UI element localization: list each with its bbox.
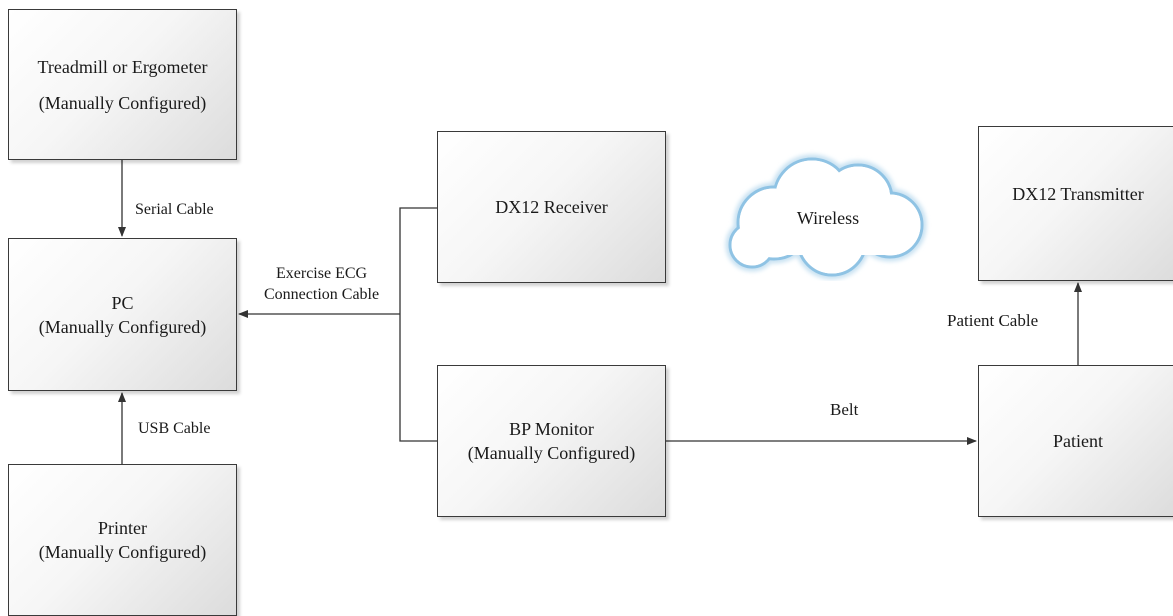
ecg-cable-label-line2: Connection Cable [264, 286, 380, 303]
receiver-title: DX12 Receiver [495, 197, 608, 217]
bp-monitor-node: BP Monitor (Manually Configured) [437, 365, 666, 517]
patient-cable-label: Patient Cable [947, 311, 1039, 330]
wireless-cloud: Wireless [712, 145, 938, 281]
dx12-receiver-node: DX12 Receiver [437, 131, 666, 283]
printer-subtitle: (Manually Configured) [38, 542, 207, 562]
cloud-icon [725, 154, 927, 280]
pc-node: PC (Manually Configured) [8, 238, 237, 391]
bp-monitor-subtitle: (Manually Configured) [467, 443, 636, 463]
transmitter-title: DX12 Transmitter [1012, 184, 1144, 204]
bp-monitor-title: BP Monitor [509, 419, 594, 439]
treadmill-title: Treadmill or Ergometer [37, 56, 208, 77]
patient-node: Patient [978, 365, 1173, 517]
printer-node: Printer (Manually Configured) [8, 464, 237, 616]
ecg-cable-label-line1: Exercise ECG [276, 265, 368, 282]
ecg-cable-label: Exercise ECG Connection Cable [264, 263, 379, 305]
serial-cable-label: Serial Cable [135, 201, 214, 218]
pc-subtitle: (Manually Configured) [38, 316, 207, 337]
belt-label: Belt [830, 400, 859, 419]
treadmill-subtitle: (Manually Configured) [38, 92, 207, 113]
receiver-bracket-connector [399, 207, 437, 442]
treadmill-node: Treadmill or Ergometer (Manually Configu… [8, 9, 237, 160]
pc-title: PC [111, 292, 134, 313]
usb-cable-label: USB Cable [138, 420, 211, 437]
wireless-label: Wireless [796, 207, 860, 228]
patient-title: Patient [1053, 431, 1103, 451]
dx12-transmitter-node: DX12 Transmitter [978, 126, 1173, 281]
printer-title: Printer [98, 518, 147, 538]
